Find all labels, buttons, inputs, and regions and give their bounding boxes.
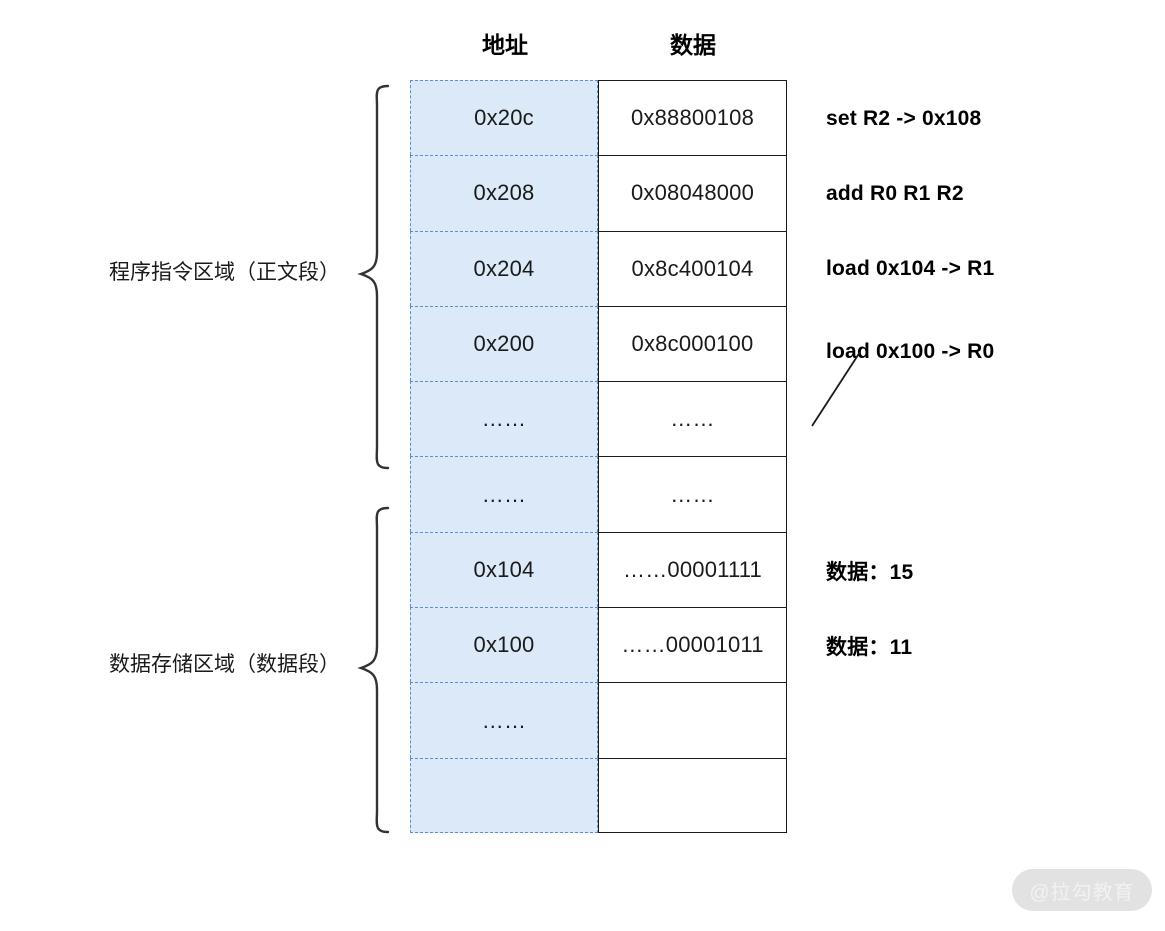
address-cell: 0x20c <box>410 80 598 156</box>
data-cell: …… <box>598 381 787 457</box>
memory-table: 0x20c 0x88800108 0x208 0x08048000 0x204 … <box>410 80 787 833</box>
data-cell: 0x08048000 <box>598 155 787 231</box>
data-cell: 0x8c000100 <box>598 305 787 382</box>
address-cell: …… <box>410 682 598 758</box>
address-cell: …… <box>410 456 598 532</box>
annotation-row-2: add R0 R1 R2 <box>826 182 964 205</box>
annotation-row-7: 数据：15 <box>826 561 914 584</box>
watermark: @拉勾教育 <box>1012 869 1152 911</box>
address-cell: …… <box>410 381 598 457</box>
brace-text-segment-icon <box>357 84 390 470</box>
data-cell: …… <box>598 456 787 532</box>
annotation-row-8: 数据：11 <box>826 636 913 659</box>
address-cell: 0x100 <box>410 607 598 683</box>
address-cell <box>410 757 598 833</box>
brace-data-segment-icon <box>357 506 390 834</box>
table-row: …… …… <box>410 381 787 457</box>
table-row: 0x204 0x8c400104 <box>410 230 787 306</box>
table-row: 0x100 ……00001011 <box>410 607 787 683</box>
table-row: 0x20c 0x88800108 <box>410 80 787 156</box>
address-cell: 0x208 <box>410 155 598 231</box>
table-row <box>410 757 787 833</box>
column-header-data: 数据 <box>670 32 716 58</box>
address-cell: 0x104 <box>410 531 598 608</box>
data-cell <box>598 757 787 833</box>
data-cell: ……00001111 <box>598 531 787 608</box>
region-label-data-segment: 数据存储区域（数据段） <box>109 653 340 676</box>
column-header-address: 地址 <box>482 32 528 58</box>
table-row: 0x208 0x08048000 <box>410 155 787 231</box>
leader-line-icon <box>811 351 861 427</box>
data-cell: 0x88800108 <box>598 80 787 156</box>
table-row: 0x200 0x8c000100 <box>410 305 787 382</box>
data-cell <box>598 682 787 758</box>
table-row: …… <box>410 682 787 758</box>
annotation-row-3: load 0x104 -> R1 <box>826 257 995 280</box>
annotation-row-1: set R2 -> 0x108 <box>826 107 982 130</box>
annotation-row-4: load 0x100 -> R0 <box>826 340 995 363</box>
table-row: 0x104 ……00001111 <box>410 531 787 608</box>
data-cell: ……00001011 <box>598 607 787 683</box>
table-row: …… …… <box>410 456 787 532</box>
data-cell: 0x8c400104 <box>598 230 787 306</box>
address-cell: 0x204 <box>410 230 598 306</box>
address-cell: 0x200 <box>410 305 598 382</box>
region-label-text-segment: 程序指令区域（正文段） <box>109 261 340 284</box>
